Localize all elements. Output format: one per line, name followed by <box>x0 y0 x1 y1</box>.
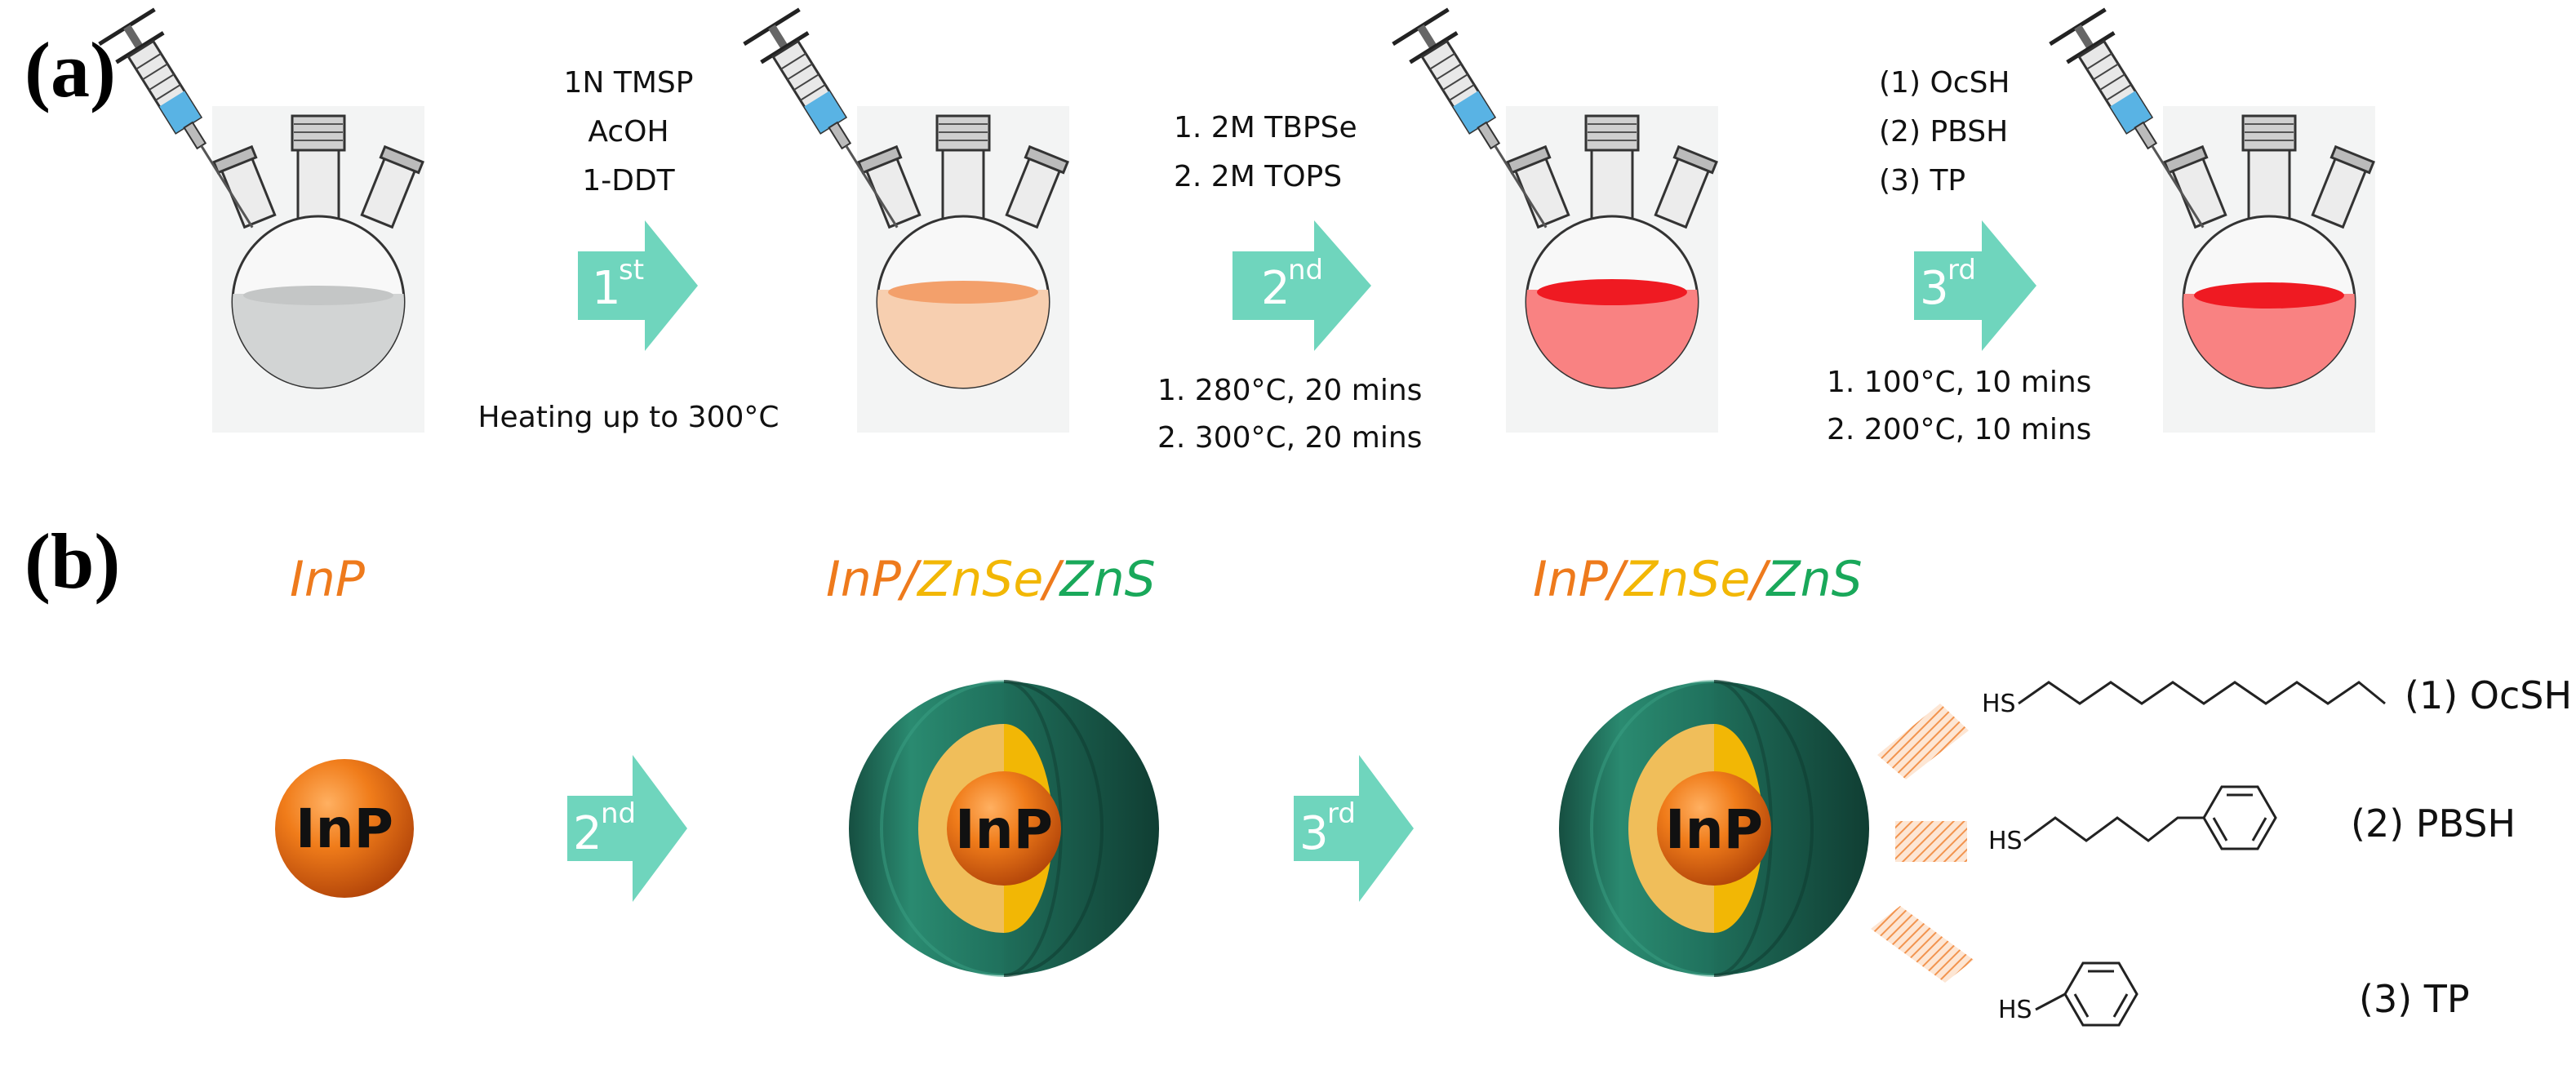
ligand-2-name: (2) PBSH <box>2351 801 2516 846</box>
ligand-1-name: (1) OcSH <box>2405 673 2572 717</box>
step-2-arrow: 2 nd <box>1232 220 1371 351</box>
stage-3-header: InP/ZnSe/ZnS <box>1533 551 1863 608</box>
ligand-hs-label: HS <box>1982 690 2016 718</box>
core-label: InP <box>955 798 1053 861</box>
flask-3 <box>1393 10 1720 434</box>
step-2-condition: 2. 300°C, 20 mins <box>1157 421 1422 455</box>
tp-structure: HS <box>1998 961 2139 1027</box>
step-1-arrow-number: 1 <box>592 262 621 315</box>
pbsh-structure: HS <box>1988 785 2277 855</box>
step-1-arrow-suffix: st <box>619 254 644 286</box>
panel-b-arrow-2nd-number: 2 <box>573 807 602 860</box>
step-1-reagent: 1-DDT <box>582 164 675 198</box>
ligand-bond-1 <box>1877 704 1969 779</box>
flask-1 <box>100 10 426 434</box>
flask-2 <box>744 10 1071 434</box>
step-3-condition: 1. 100°C, 10 mins <box>1827 366 2091 399</box>
step-2-condition: 1. 280°C, 20 mins <box>1157 374 1422 407</box>
step-1-reagent: AcOH <box>588 115 668 149</box>
stage-2-header: InP/ZnSe/ZnS <box>826 551 1156 608</box>
stage-3-header-part: InP <box>1533 551 1609 608</box>
step-3-reagent: (3) TP <box>1879 164 1965 198</box>
stage-1-header: InP <box>290 551 366 608</box>
ligand-bond-2 <box>1895 821 1967 862</box>
step-2-arrow-suffix: nd <box>1288 254 1323 286</box>
step-1-arrow: 1 st <box>578 220 698 351</box>
step-3-arrow-number: 3 <box>1920 262 1949 315</box>
core-shell-shell-particle: InP <box>849 680 1159 977</box>
inp-core-particle: InP <box>275 759 414 898</box>
step-2-arrow-number: 2 <box>1261 262 1290 315</box>
ligand-capped-particle: InP <box>1559 680 1869 977</box>
panel-b-arrow-3rd-number: 3 <box>1299 807 1329 860</box>
panel-b-label: (b) <box>24 517 120 605</box>
ligand-3-name: (3) TP <box>2359 977 2470 1021</box>
step-3-reagent: (2) PBSH <box>1879 115 2008 149</box>
step-3-arrow-suffix: rd <box>1948 254 1976 286</box>
panel-b-arrow-2nd: 2 nd <box>567 755 687 902</box>
step-3-arrow: 3 rd <box>1914 220 2036 351</box>
ligand-hs-label: HS <box>1998 996 2032 1024</box>
stage-2-header-part: ZnSe <box>916 551 1043 608</box>
stage-2-header-part: InP <box>826 551 902 608</box>
panel-a-label: (a) <box>24 26 116 113</box>
panel-b-arrow-3rd-suffix: rd <box>1327 797 1356 830</box>
step-1-reagent: 1N TMSP <box>564 66 694 100</box>
flask-4 <box>2050 10 2377 434</box>
core-label: InP <box>295 797 393 860</box>
stage-2-header-part: ZnS <box>1058 551 1155 608</box>
step-2-reagent: 2. 2M TOPS <box>1174 160 1342 193</box>
core-label: InP <box>1665 798 1763 861</box>
step-1-condition: Heating up to 300°C <box>477 401 779 434</box>
ligand-bond-3 <box>1871 906 1974 983</box>
step-3-reagent: (1) OcSH <box>1879 66 2010 100</box>
panel-b-arrow-2nd-suffix: nd <box>601 797 636 830</box>
panel-b-arrow-3rd: 3 rd <box>1294 755 1414 902</box>
stage-3-header-part: ZnS <box>1765 551 1862 608</box>
ligand-hs-label: HS <box>1988 827 2023 855</box>
step-2-reagent: 1. 2M TBPSe <box>1174 111 1357 144</box>
step-3-condition: 2. 200°C, 10 mins <box>1827 413 2091 446</box>
ocsh-structure: HS <box>1982 681 2386 718</box>
stage-3-header-part: ZnSe <box>1623 551 1750 608</box>
